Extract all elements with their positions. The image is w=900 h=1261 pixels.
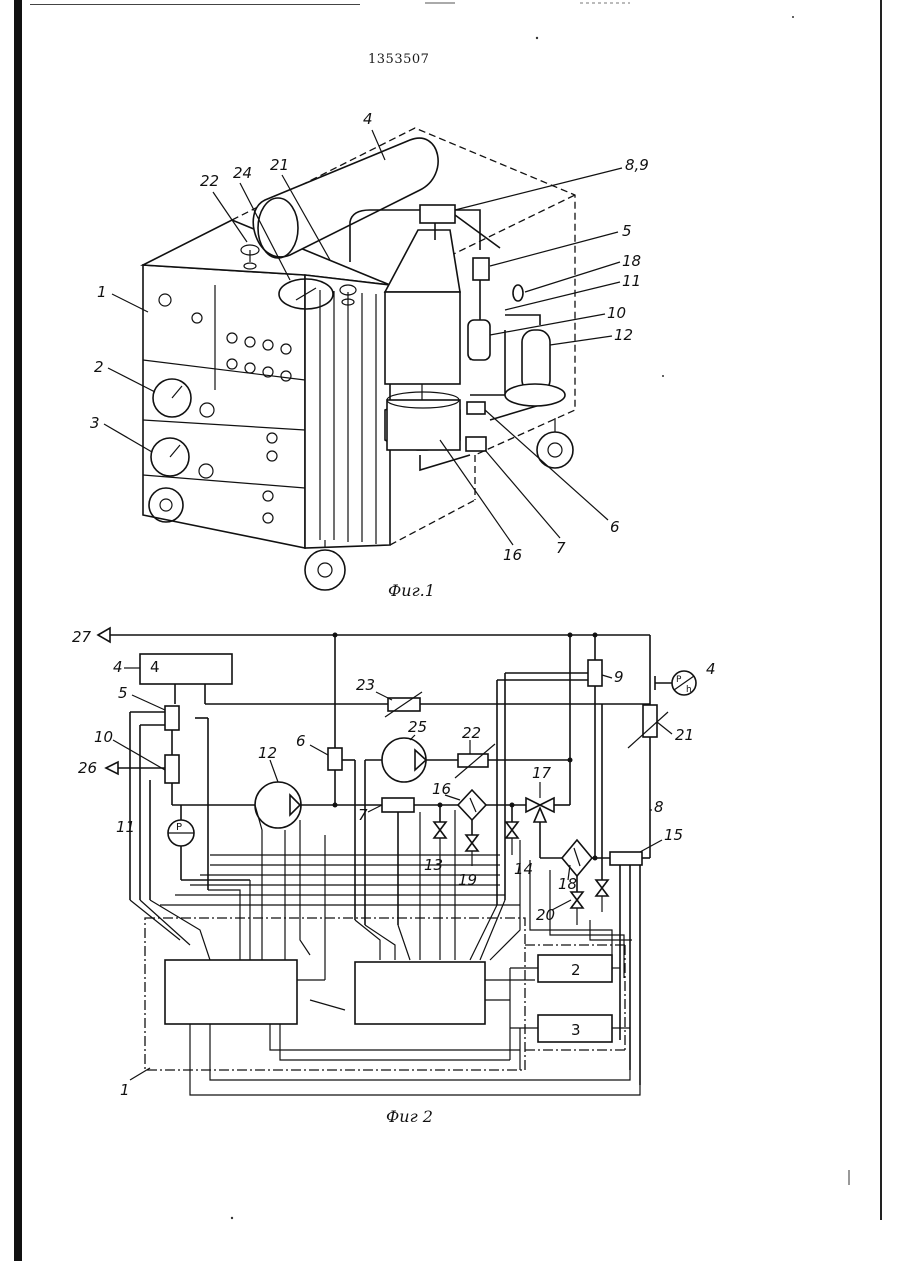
fig1-label-2: 2 [94,358,104,376]
valve-5 [165,706,179,730]
fig2-label-7: 7 [358,806,368,824]
fig2-label-19: 19 [458,871,477,889]
component-5 [473,258,489,280]
sensor-15 [610,852,642,865]
fig2-label-9: 9 [614,668,624,686]
block-2-label: 2 [571,961,581,979]
fig1-label-5: 5 [622,222,632,240]
fig2-label-27: 27 [72,628,92,646]
fig2-label-5: 5 [118,684,128,702]
component-6 [467,402,485,414]
fig2-label-10: 10 [94,728,113,746]
fig2-label-14: 14 [514,860,533,878]
fig2-label-26: 26 [78,759,97,777]
switch-symbol-p: P [676,675,682,685]
valve-14 [506,805,518,855]
fig1-label-8-9: 8,9 [625,156,649,174]
fig1-label-3: 3 [90,414,100,432]
fig2-label-22: 22 [462,724,481,742]
fig2-label-17: 17 [532,764,552,782]
fig2-label-25: 25 [408,718,427,736]
component-7 [466,437,486,451]
fig1-label-6: 6 [610,518,620,536]
fig1-label-22: 22 [200,172,219,190]
fig1-label-1: 1 [97,283,107,301]
figure-1: 4 21 24 22 8,9 5 18 11 10 12 1 2 3 16 7 … [90,110,649,600]
fig1-label-4: 4 [363,110,373,128]
switch-symbol-h: h [686,685,692,695]
fig2-label-20: 20 [536,906,555,924]
filter-16 [458,790,486,820]
valve-block-8-9 [420,205,455,223]
component-18 [513,285,523,301]
fig1-label-21: 21 [270,156,289,174]
fig1-label-11: 11 [622,272,641,290]
signal-wiring [130,805,632,978]
fig1-label-12: 12 [614,326,633,344]
outlet-27 [98,628,110,642]
control-unit-right [355,962,485,1024]
valve-19 [466,820,478,866]
control-unit-left [165,960,297,1024]
fig2-label-23: 23 [356,676,375,694]
component-10-11 [468,320,490,360]
sensor-7 [382,798,414,812]
fig2-label-12: 12 [258,744,277,762]
block-3-label: 3 [571,1021,581,1039]
sensor-9 [588,660,602,686]
figure-1-caption: Фиг.1 [388,581,435,600]
sensor-6 [328,748,342,770]
fig2-label-15: 15 [664,826,683,844]
fig2-label-21: 21 [675,726,694,744]
throttle-22 [458,754,488,767]
figure-2-caption: Фиг 2 [386,1107,433,1126]
figure-2: P [72,628,716,1126]
fig2-label-6: 6 [296,732,306,750]
fig1-label-16: 16 [503,546,522,564]
cabinet-housing [143,220,390,548]
fig1-label-7: 7 [556,539,566,557]
fig2-label-13: 13 [424,856,443,874]
fig1-label-18: 18 [622,252,641,270]
fig2-label-18: 18 [558,875,577,893]
fig2-label-4: 4 [113,658,123,676]
valve-10 [165,755,179,783]
fig2-label-16: 16 [432,780,451,798]
outlet-26 [106,762,118,774]
fig1-label-24: 24 [233,164,252,182]
fig1-label-10: 10 [607,304,626,322]
gauge-11-symbol: P [176,822,182,833]
valve-13 [434,805,446,855]
fig2-label-4b: 4 [706,660,716,678]
pump-12 [505,330,565,406]
valve-drain [596,870,608,912]
fig2-label-8: 8 [654,798,664,816]
separator-column [385,230,460,450]
fig2-label-11: 11 [116,818,135,836]
fig2-label-1: 1 [120,1081,130,1099]
block-4-label: 4 [150,658,160,676]
